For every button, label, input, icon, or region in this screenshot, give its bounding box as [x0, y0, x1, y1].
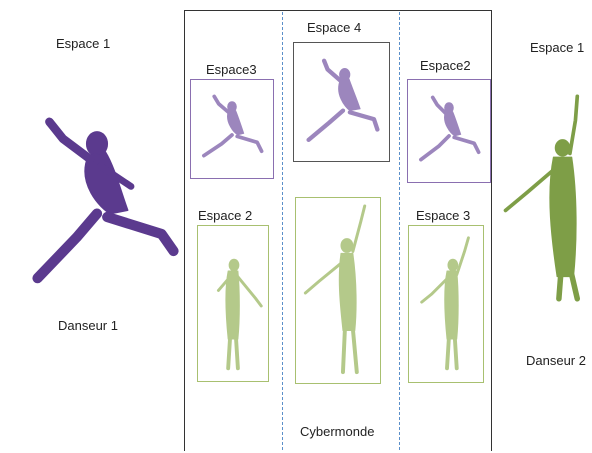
left-purple-dancer — [32, 117, 179, 284]
space-label-espace2-top: Espace2 — [420, 58, 471, 73]
space-box-espace3-bottom — [408, 225, 484, 383]
space-box-espace2-top — [407, 79, 491, 183]
right-dancer-name: Danseur 2 — [526, 353, 586, 368]
divider-left — [282, 12, 283, 450]
purple-dancer-espace3 — [202, 94, 264, 158]
cybermonde-panel — [184, 10, 492, 451]
green-dancer-espace3 — [420, 236, 470, 371]
purple-dancer-espace4 — [306, 58, 380, 142]
space-box-espace3 — [190, 79, 274, 179]
left-space-label: Espace 1 — [56, 36, 111, 51]
green-dancer-espace2 — [216, 258, 263, 371]
space-box-espace2-bottom — [197, 225, 269, 382]
left-dancer-name: Danseur 1 — [58, 318, 118, 333]
space-label-espace3-bottom: Espace 3 — [416, 208, 471, 223]
right-space-label: Espace 1 — [530, 40, 585, 55]
cybermonde-label: Cybermonde — [300, 424, 375, 439]
space-box-center — [295, 197, 381, 384]
right-green-dancer — [503, 94, 581, 302]
space-label-espace4: Espace 4 — [307, 20, 362, 35]
purple-dancer-espace2 — [419, 95, 481, 162]
space-label-espace3: Espace3 — [206, 62, 257, 77]
space-label-espace2-bottom: Espace 2 — [198, 208, 253, 223]
space-box-espace4 — [293, 42, 390, 162]
green-dancer-center — [303, 204, 367, 375]
divider-right — [399, 12, 400, 450]
